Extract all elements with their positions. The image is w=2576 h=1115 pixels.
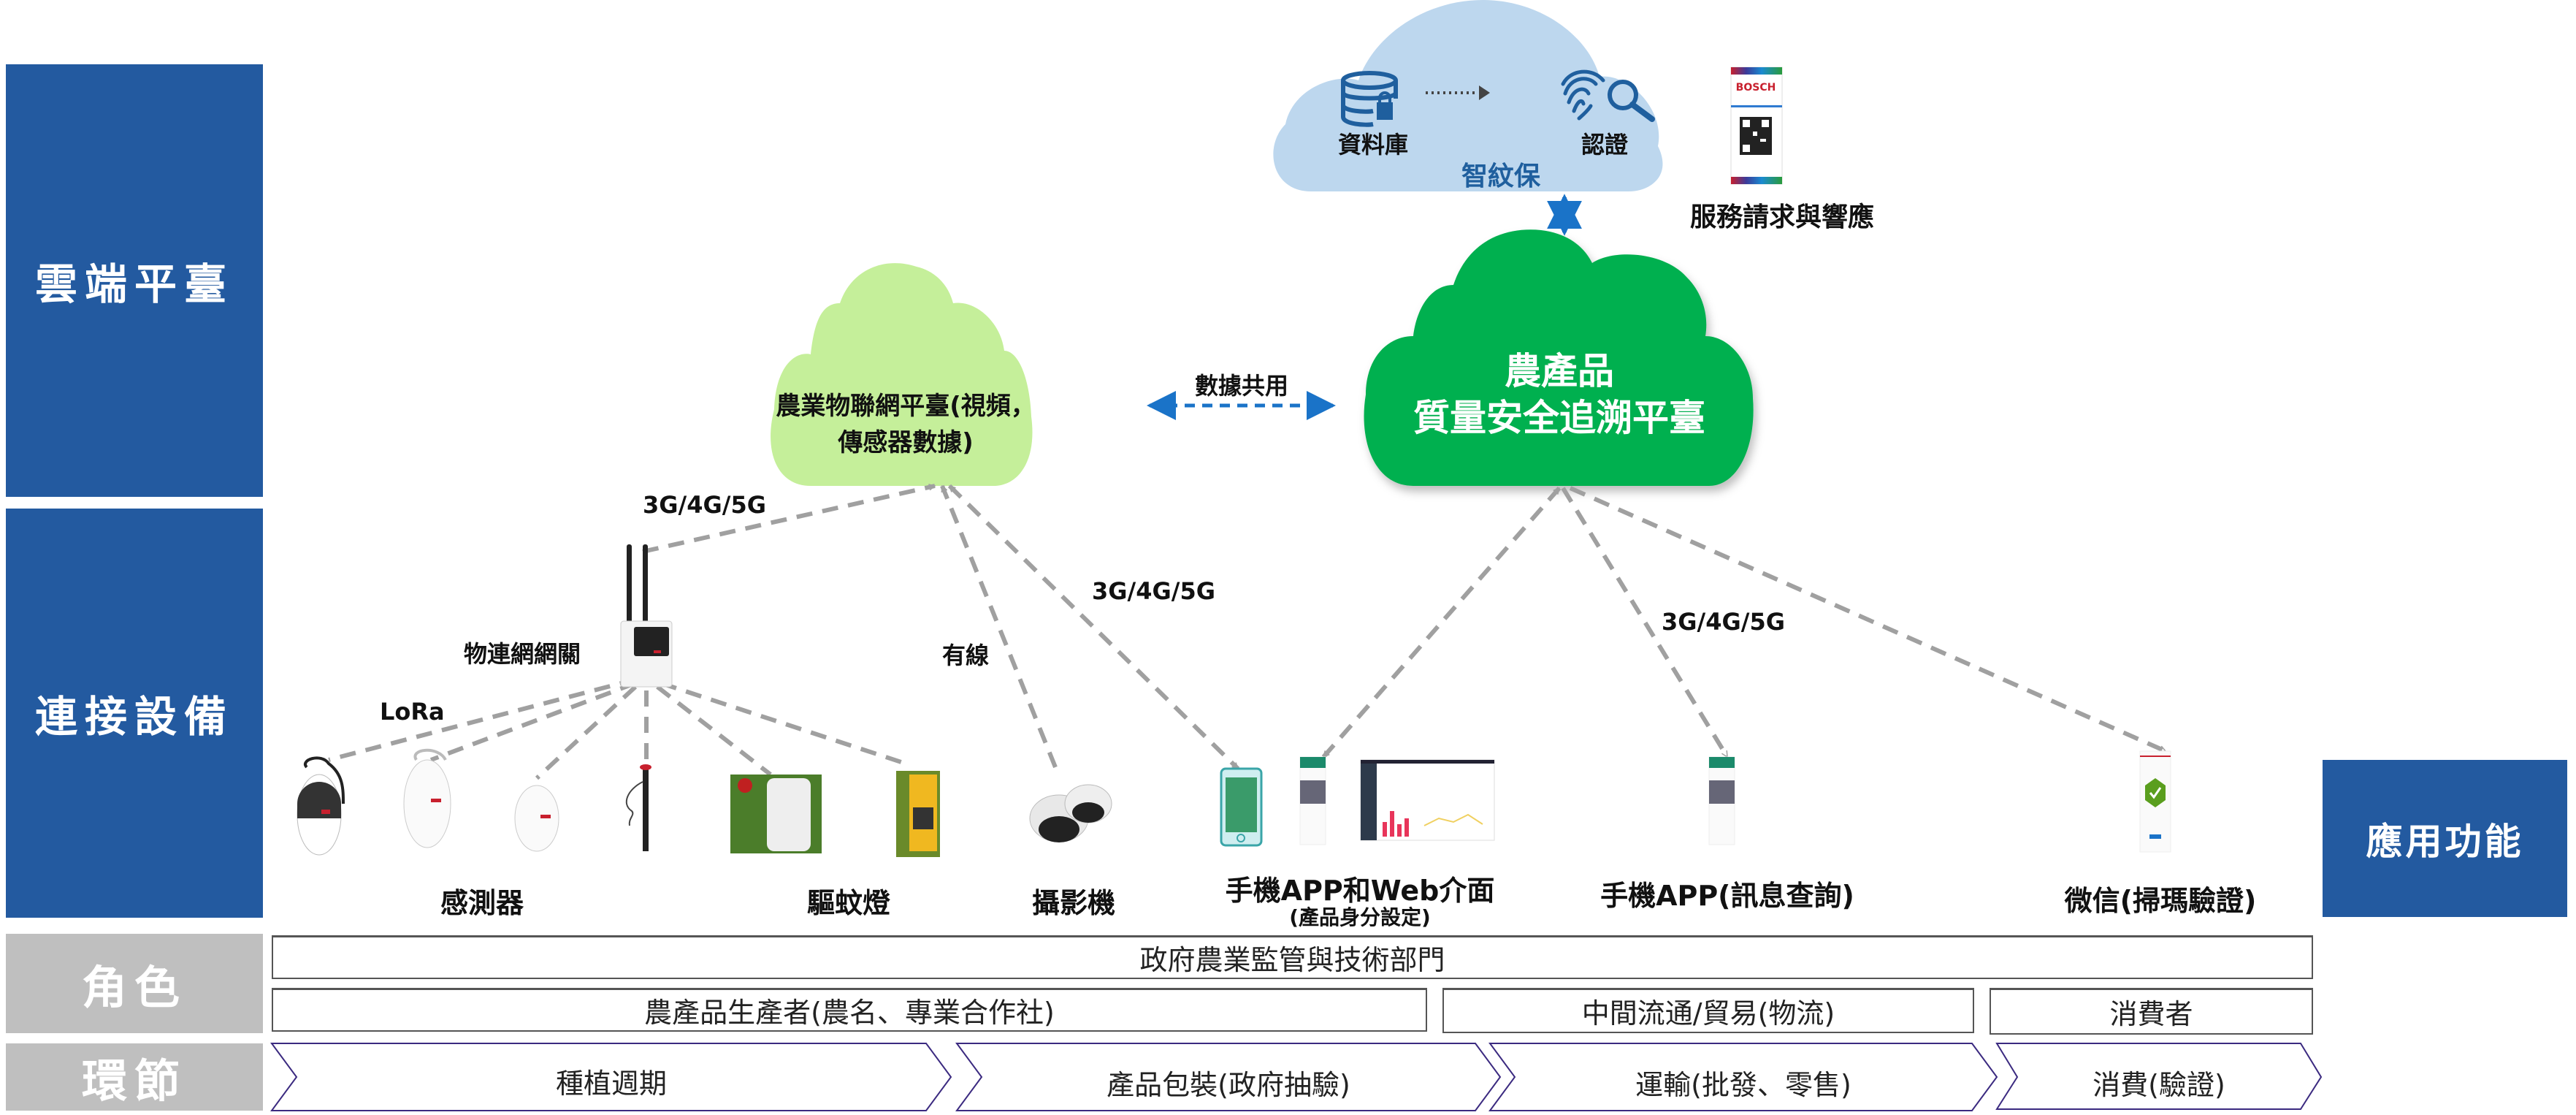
query-app-label: 手機APP(訊息查詢) [1600, 880, 1854, 912]
mosquito-lamp-label: 驅蚊燈 [806, 887, 891, 919]
layer-label-application: 應用功能 [2323, 760, 2567, 917]
app-web-label: 手機APP和Web介面 [1225, 875, 1495, 907]
sensor-device-3 [514, 785, 559, 852]
lora-line-1 [328, 677, 635, 762]
trace-cloud-line2: 質量安全追溯平臺 [1413, 397, 1705, 439]
role-producer: 農產品生產者(農名、專業合作社) [272, 988, 1427, 1032]
role-government: 政府農業監管與技術部門 [272, 935, 2313, 979]
trace-to-wechat-line [1569, 486, 2166, 753]
wechat-label: 微信(掃瑪驗證) [2064, 885, 2257, 917]
layer-stage-text: 環節 [81, 1054, 187, 1108]
iot-cloud-line2: 傳感器數據) [838, 428, 974, 457]
stage-chevron-1 [270, 1043, 952, 1111]
camera-label: 攝影機 [1031, 887, 1116, 919]
data-sharing-label: 數據共用 [1194, 372, 1289, 400]
role-consumer-text: 消費者 [2109, 998, 2193, 1030]
auth-label: 認證 [1581, 131, 1629, 159]
trace-to-app-line [1321, 487, 1562, 758]
lora-line-6 [660, 681, 906, 766]
layer-cloud-text: 雲端平臺 [34, 259, 234, 309]
arrow-head-icon [1479, 85, 1490, 100]
weather-sensor-photo [730, 775, 822, 853]
stage-chevron-4 [1995, 1043, 2323, 1110]
lora-line-3 [535, 685, 638, 780]
mosquito-lamp-photo [896, 771, 940, 857]
stage-label-4: 消費(驗證) [2092, 1069, 2225, 1101]
security-cloud-shape [1273, 0, 1663, 191]
layer-role-text: 角色 [81, 961, 187, 1014]
fingerprint-search-icon [1561, 69, 1655, 122]
layer-connect-text: 連接設備 [34, 692, 234, 742]
camera-device [1029, 784, 1112, 842]
trace-platform-cloud-shape [1364, 229, 1754, 486]
stage-label-2: 產品包裝(政府抽驗) [1107, 1069, 1350, 1101]
trace-cloud-line1: 農產品 [1505, 350, 1614, 392]
qr-brand-text: BOSCH [1736, 82, 1776, 94]
stage-chevron-3 [1488, 1043, 1998, 1111]
connection-lines [328, 484, 2166, 780]
layer-label-stage: 環節 [6, 1043, 263, 1111]
web-interface-screen [1360, 759, 1495, 841]
lora-link-label: LoRa [380, 698, 445, 726]
gateway-link-label: 3G/4G/5G [643, 491, 766, 519]
mobile-app-phone [1220, 767, 1263, 847]
camera-to-iot-line [940, 486, 1058, 769]
app-link-label: 3G/4G/5G [1092, 577, 1215, 605]
query-app-screen [1708, 756, 1735, 845]
query-link-label: 3G/4G/5G [1662, 608, 1785, 636]
sensor-device-1 [297, 756, 345, 856]
iot-gateway-device [620, 544, 673, 688]
database-label: 資料庫 [1337, 131, 1409, 159]
wired-link-label: 有線 [942, 642, 990, 669]
role-government-text: 政府農業監管與技術部門 [1139, 944, 1445, 976]
service-label: 服務請求與響應 [1689, 202, 1875, 232]
qr-code-label-card [1730, 66, 1783, 185]
app-web-sublabel: (產品身分設定) [1289, 905, 1431, 929]
stage-label-3: 運輸(批發、零售) [1635, 1069, 1851, 1101]
layer-application-text: 應用功能 [2366, 820, 2524, 863]
layer-label-cloud: 雲端平臺 [6, 64, 263, 497]
gateway-label: 物連網網關 [464, 640, 581, 668]
wechat-verify-screen [2139, 750, 2171, 853]
app-to-iot-line [947, 484, 1240, 771]
layer-label-connect: 連接設備 [6, 509, 263, 918]
sensor-device-2 [403, 748, 451, 848]
security-cloud-name: 智紋保 [1461, 161, 1541, 191]
iot-cloud-line1: 農業物聯網平臺(視頻， [776, 392, 1036, 421]
lora-line-5 [656, 685, 772, 777]
iot-platform-cloud-shape [771, 263, 1033, 486]
database-lock-icon [1341, 71, 1398, 127]
role-consumer: 消費者 [1990, 988, 2313, 1035]
stage-chevron-2 [955, 1043, 1502, 1111]
lora-line-2 [429, 681, 637, 762]
soil-probe-device [625, 764, 651, 851]
gateway-to-iot-line [642, 484, 935, 554]
layer-label-role: 角色 [6, 934, 263, 1033]
mobile-app-screen [1299, 756, 1326, 845]
role-intermediary: 中間流通/貿易(物流) [1442, 988, 1974, 1033]
role-producer-text: 農產品生產者(農名、專業合作社) [644, 997, 1055, 1029]
stage-label-1: 種植週期 [555, 1068, 668, 1100]
role-intermediary-text: 中間流通/貿易(物流) [1581, 997, 1835, 1030]
sensors-label: 感測器 [440, 887, 524, 919]
stage-chevrons [270, 1043, 2323, 1111]
